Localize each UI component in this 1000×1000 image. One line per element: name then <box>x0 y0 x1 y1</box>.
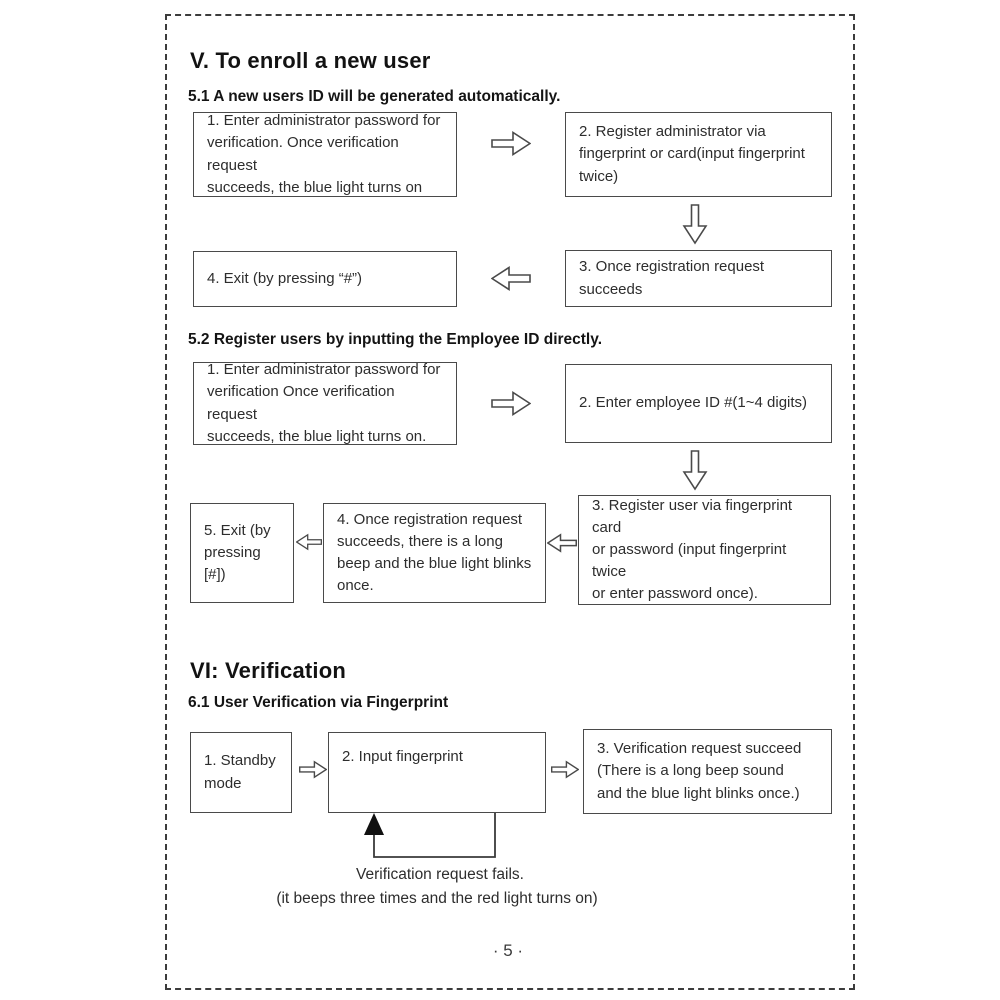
flow-box-5-2-step3: 3. Register user via fingerprint card or… <box>578 495 831 605</box>
flow-box-text: 5. Exit (by pressing [#]) <box>204 521 271 584</box>
flow-box-5-2-step1: 1. Enter administrator password for veri… <box>193 361 457 445</box>
arrow-left-icon <box>296 531 322 553</box>
flow-box-5-2-step2: 2. Enter employee ID #(1~4 digits) <box>565 364 832 443</box>
flow-box-text: 2. Enter employee ID #(1~4 digits) <box>579 394 808 412</box>
subsection-6-1-heading: 6.1 User Verification via Fingerprint <box>188 694 449 711</box>
arrow-left-icon <box>491 265 531 292</box>
flow-box-5-1-step3: 3. Once registration request succeeds <box>565 250 832 307</box>
flow-box-5-1-step2: 2. Register administrator via fingerprin… <box>565 112 832 197</box>
arrow-left-icon <box>547 531 577 555</box>
subsection-5-2-heading: 5.2 Register users by inputting the Empl… <box>188 331 603 348</box>
page-dashed-border <box>165 14 855 990</box>
flow-box-5-2-step4: 4. Once registration request succeeds, t… <box>323 503 546 603</box>
flow-box-text: 2. Register administrator via fingerprin… <box>579 123 805 185</box>
arrow-down-icon <box>682 203 708 245</box>
flow-box-text: 1. Enter administrator password for veri… <box>207 361 441 445</box>
flow-box-text: 3. Verification request succeed (There i… <box>597 740 802 802</box>
flow-box-6-1-step2: 2. Input fingerprint <box>328 732 546 813</box>
verification-fail-caption-line1: Verification request fails. <box>355 866 524 883</box>
subsection-5-1-heading: 5.1 A new users ID will be generated aut… <box>188 88 561 105</box>
flow-box-text: 4. Once registration request succeeds, t… <box>337 510 532 595</box>
flow-box-6-1-step3: 3. Verification request succeed (There i… <box>583 729 832 814</box>
flow-box-text: 2. Input fingerprint <box>342 748 463 765</box>
arrow-down-icon <box>682 449 708 491</box>
loop-back-arrow-icon <box>362 813 508 861</box>
flow-box-5-1-step1: 1. Enter administrator password for veri… <box>193 112 457 197</box>
arrow-right-icon <box>491 390 531 417</box>
section-v-title: V. To enroll a new user <box>190 48 431 73</box>
flow-box-text: 3. Register user via fingerprint card or… <box>592 496 793 603</box>
flow-box-5-1-step4: 4. Exit (by pressing “#”) <box>193 251 457 307</box>
arrow-right-icon <box>491 130 531 157</box>
page-number: · 5 · <box>492 941 524 960</box>
section-vi-title: VI: Verification <box>190 658 347 683</box>
flow-box-text: 3. Once registration request succeeds <box>579 258 765 298</box>
arrow-right-icon <box>299 757 327 782</box>
arrow-right-icon <box>551 757 579 782</box>
flow-box-text: 4. Exit (by pressing “#”) <box>207 269 363 287</box>
flow-box-5-2-step5: 5. Exit (by pressing [#]) <box>190 503 294 603</box>
verification-fail-caption-line2: (it beeps three times and the red light … <box>276 890 598 907</box>
flow-box-6-1-step1: 1. Standby mode <box>190 732 292 813</box>
flow-box-text: 1. Standby mode <box>204 752 276 792</box>
flow-box-text: 1. Enter administrator password for veri… <box>207 112 441 196</box>
